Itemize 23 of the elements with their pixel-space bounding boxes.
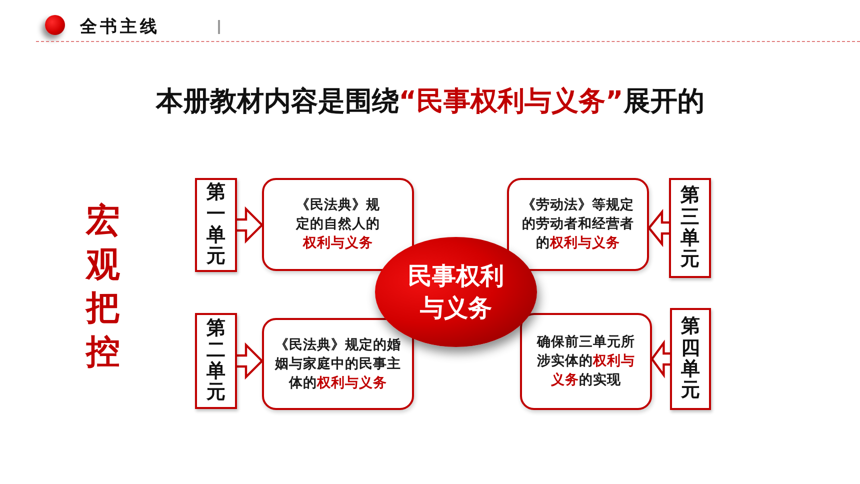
unit-label-box <box>195 313 237 409</box>
page-title: 本册教材内容是围绕“民事权利与义务”展开的 <box>154 85 706 119</box>
unit-label-box <box>195 178 237 272</box>
block-arrow <box>650 340 672 378</box>
content-text: 《民法典》规定的自然人的权利与义务 <box>296 196 380 253</box>
content-box <box>262 318 414 410</box>
content-text: 确保前三单元所涉实体的权利与义务的实现 <box>536 333 636 390</box>
block-arrow <box>648 208 670 248</box>
content-box <box>507 178 649 271</box>
content-text: 《民法典》规定的婚姻与家庭中的民事主体的权利与义务 <box>274 336 402 392</box>
unit-label: 第二单元 <box>206 318 226 404</box>
unit-label: 第一单元 <box>206 182 226 268</box>
unit-label-box <box>670 308 711 410</box>
side-label: 宏观把控 <box>86 200 120 374</box>
section-heading: 全书主线 <box>80 16 160 38</box>
unit-label-box <box>669 178 711 278</box>
unit-label: 第四单元 <box>681 316 700 402</box>
unit-label: 第三单元 <box>680 185 700 271</box>
block-arrow <box>236 342 264 380</box>
central-topic: 民事权利与义务 <box>407 261 505 324</box>
block-arrow <box>236 206 264 244</box>
content-text: 《劳动法》等规定的劳动者和经营者的权利与义务 <box>522 196 634 253</box>
content-box <box>520 313 652 410</box>
